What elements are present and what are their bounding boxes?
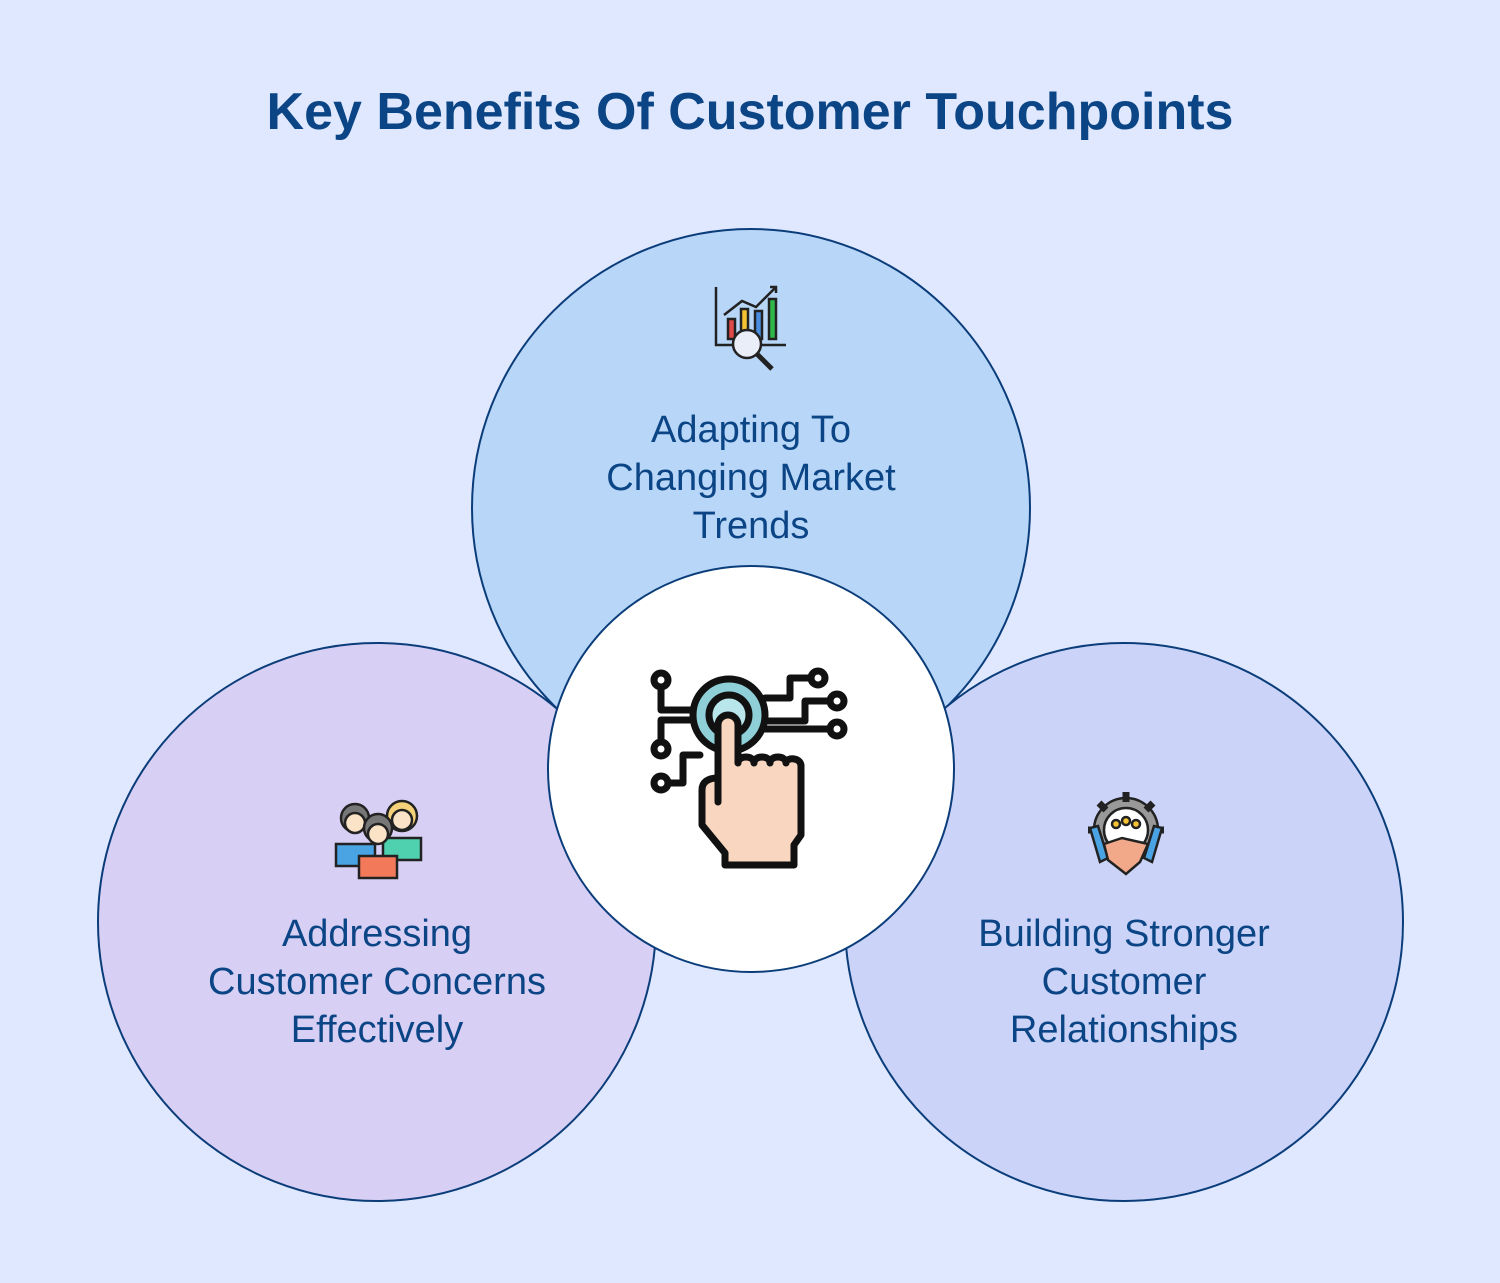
- customer-group-icon: [334, 799, 423, 880]
- benefit-label-market-trends: Adapting To Changing Market Trends: [521, 406, 981, 550]
- benefit-label-customer-concerns: Addressing Customer Concerns Effectively: [147, 910, 607, 1054]
- touch-tech-hand-icon: [650, 667, 848, 869]
- handshake-gear-icon: [1088, 792, 1164, 876]
- label-line: Changing Market: [606, 457, 896, 499]
- label-line: Trends: [692, 505, 810, 547]
- label-line: Adapting To: [650, 409, 852, 451]
- label-line: Customer: [1041, 961, 1207, 1003]
- label-line: Addressing: [281, 913, 473, 955]
- label-line: Customer Concerns: [208, 961, 546, 1003]
- label-line: Building Stronger: [978, 913, 1270, 955]
- market-chart-magnifier-icon: [714, 285, 786, 371]
- benefit-label-customer-relationships: Building Stronger Customer Relationships: [894, 910, 1354, 1054]
- label-line: Relationships: [1009, 1009, 1239, 1051]
- label-line: Effectively: [290, 1009, 464, 1051]
- page-title: Key Benefits Of Customer Touchpoints: [266, 83, 1234, 141]
